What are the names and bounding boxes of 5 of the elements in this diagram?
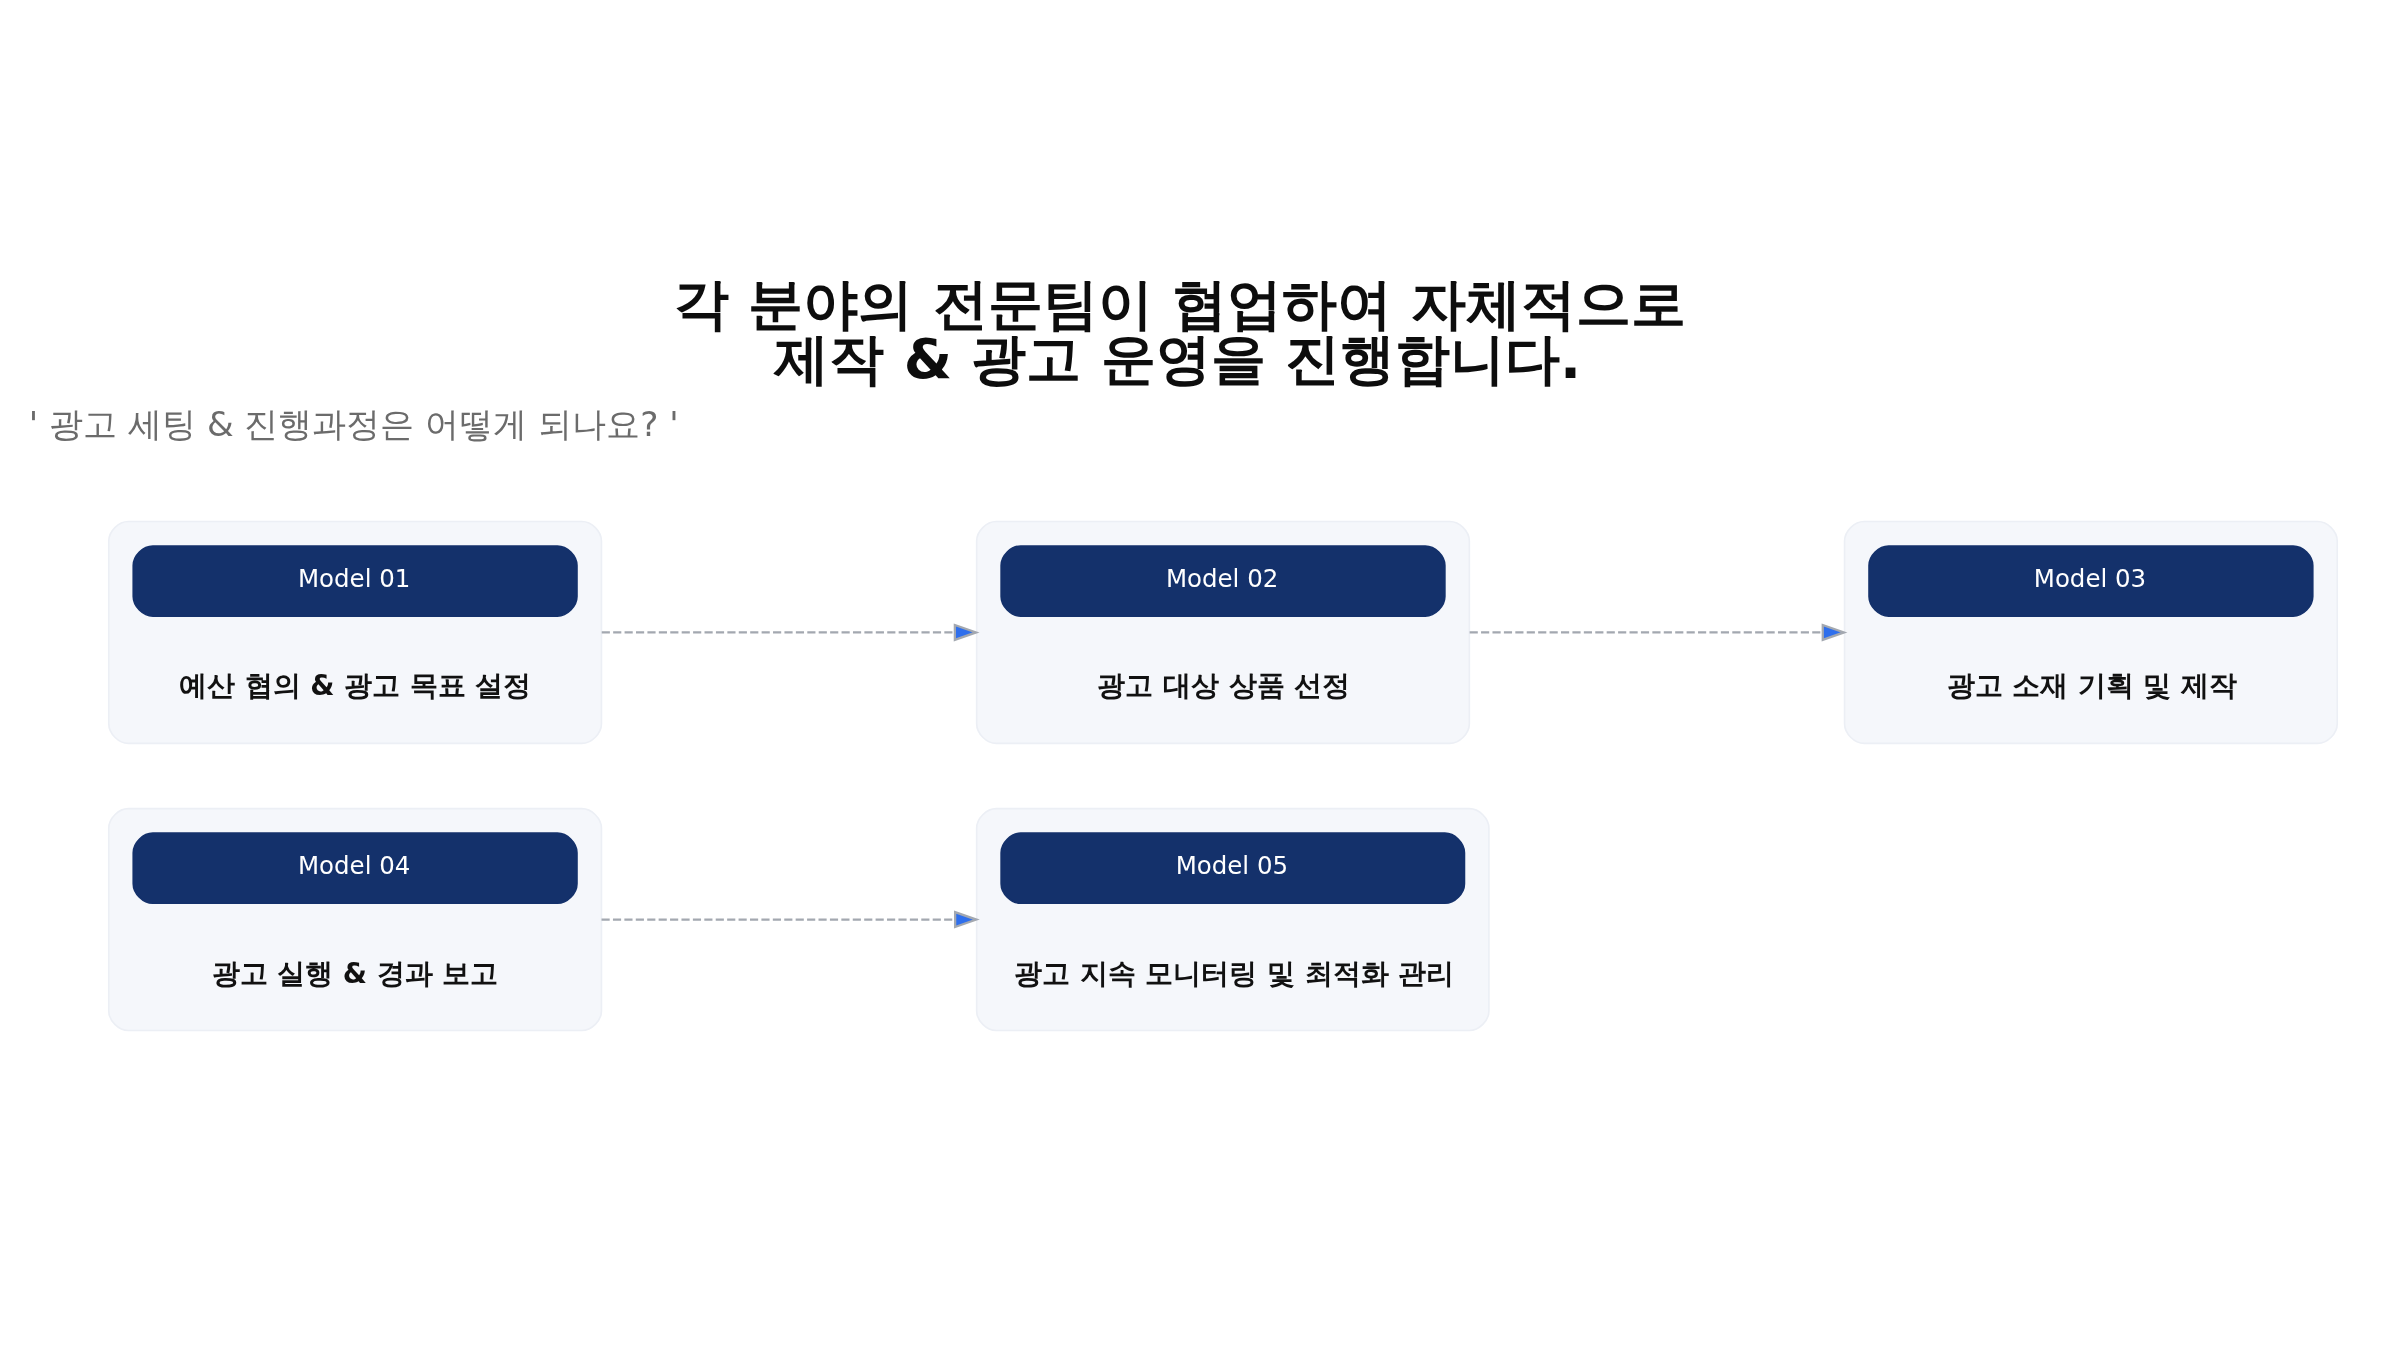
diagram-title: 각 분야의 전문팀이 협업하여 자체적으로 제작 & 광고 운영을 진행합니다. — [674, 271, 1687, 391]
arrow — [1469, 622, 1848, 641]
label: ' 광고 세팅 & 진행과정은 어떻게 되나요? ' — [28, 403, 679, 444]
arrow — [601, 910, 980, 929]
arrow — [601, 622, 980, 641]
